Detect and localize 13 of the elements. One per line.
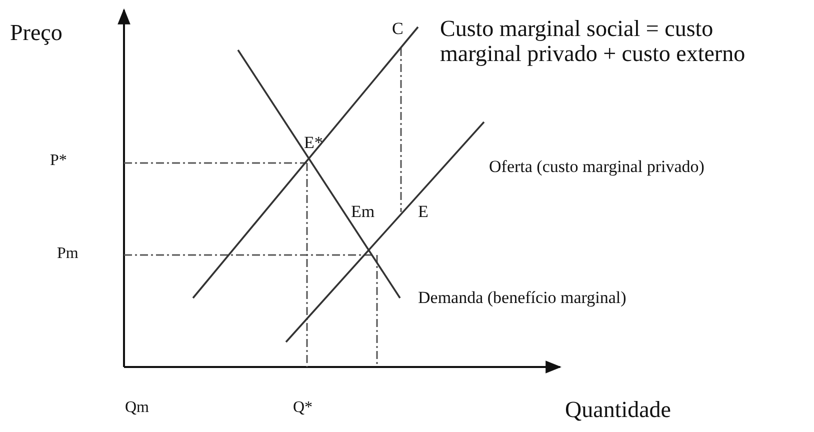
tick-label: Pm (57, 245, 78, 263)
tick-label: Q* (293, 399, 313, 417)
curve-label: Demanda (benefício marginal) (418, 289, 626, 308)
curve-label: Custo marginal social = custo marginal privado + custo externo (440, 16, 746, 67)
axis-title: Preço (10, 20, 62, 46)
point-label: Em (351, 203, 375, 222)
axis-title: Quantidade (565, 397, 672, 422)
curve-label: Oferta (custo marginal privado) (489, 158, 704, 177)
point-label: E (418, 203, 428, 222)
tick-label: Qm (125, 399, 149, 417)
point-label: C (392, 20, 404, 39)
tick-label: P* (50, 152, 67, 170)
point-label: E* (304, 134, 323, 153)
